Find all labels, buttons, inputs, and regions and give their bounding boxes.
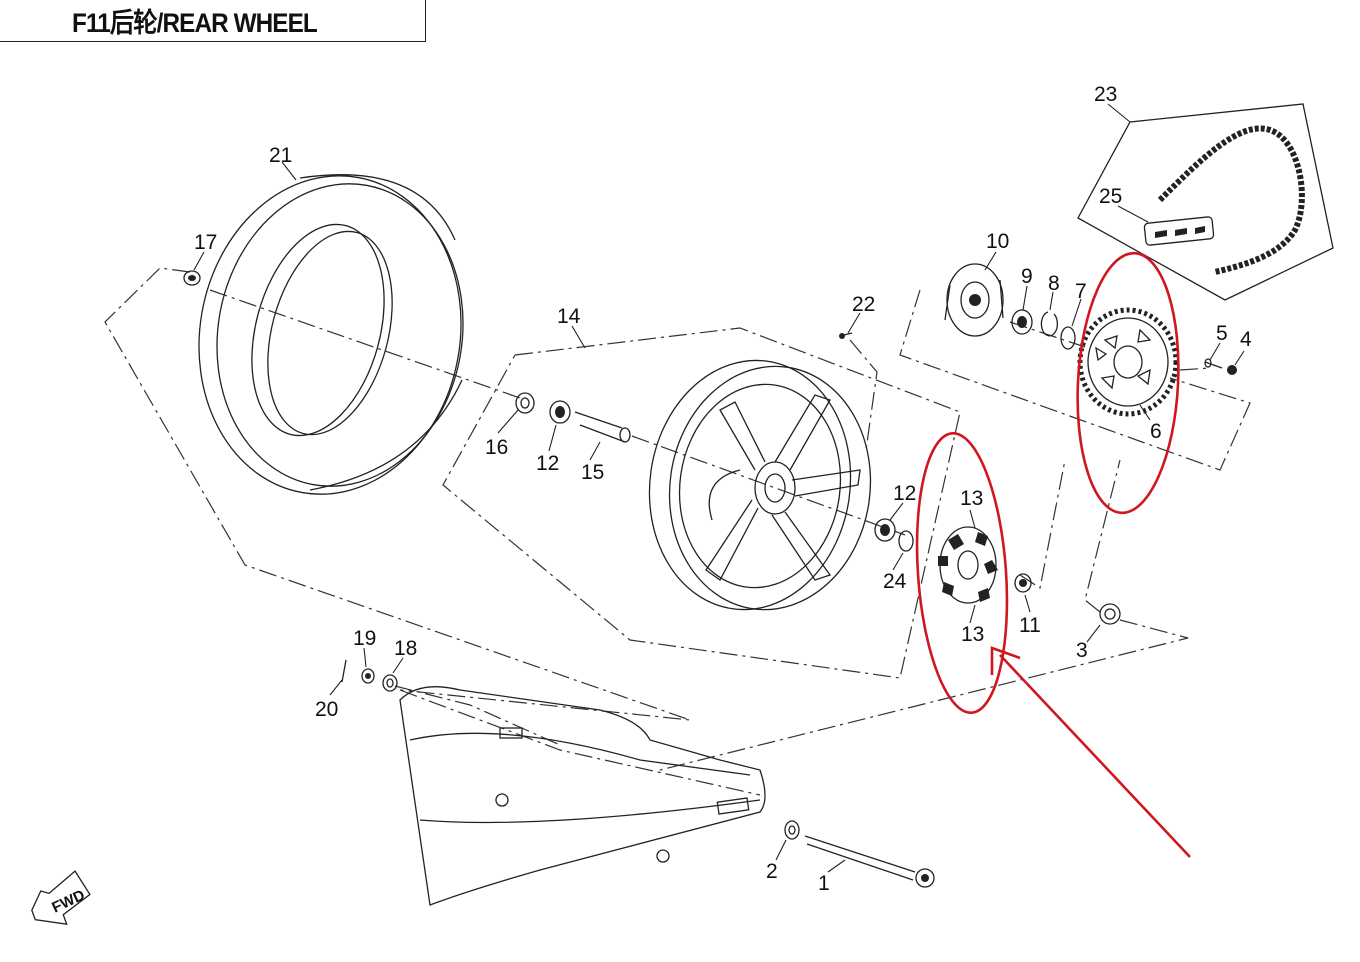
nut-part-4 [1227,365,1237,375]
diagram-title: F11后轮/REAR WHEEL [72,8,318,38]
callout-11: 11 [1019,614,1041,637]
callout-24: 24 [883,570,907,593]
bearing-part-12-right [874,518,896,542]
sprocket-part-6 [1077,307,1179,417]
o-ring-part-7 [1060,326,1076,350]
callout-12-left: 12 [536,452,559,475]
callout-10: 10 [986,230,1009,253]
bearing-part-12-left [549,400,571,424]
circlip-part-8 [1040,311,1059,337]
valve-part-22 [839,332,853,339]
callout-25: 25 [1099,185,1122,208]
highlight-arrow-head [990,646,1021,675]
wheel-rim [648,359,872,611]
callout-16: 16 [485,436,508,459]
callout-4: 4 [1240,328,1252,351]
callout-3: 3 [1076,639,1088,662]
highlight-arrow-line [999,654,1191,858]
callout-12-right: 12 [893,482,916,505]
bearing-part-11 [1014,573,1032,593]
callout-14: 14 [557,305,581,328]
callout-1: 1 [818,872,830,895]
axle-part-1 [804,835,935,888]
bolt-part-5 [1204,358,1223,369]
callout-15: 15 [581,461,604,484]
spacer-part-15 [574,411,631,443]
callout-20: 20 [315,698,338,721]
sprocket-carrier-part-10 [944,263,1004,337]
washer-part-2 [784,820,800,840]
diagram-title-box: F11后轮/REAR WHEEL [0,0,426,42]
washer-part-17 [183,270,201,286]
red-annotations [915,251,1191,858]
cotter-pin-part-20 [341,659,347,683]
collar-part-16 [515,392,535,414]
nut-part-19 [361,668,375,684]
washer-part-18 [382,674,398,692]
swingarm [399,686,766,906]
callout-22: 22 [852,293,875,316]
fwd-label: FWD [49,887,87,917]
callout-21: 21 [269,144,292,167]
seal-part-9 [1011,309,1033,335]
chain-box-part-23 [1077,103,1334,301]
callout-17: 17 [194,231,217,254]
callout-23: 23 [1094,83,1117,106]
callout-9: 9 [1021,265,1033,288]
highlight-circle-sprocket [1076,251,1180,515]
damper-rubber-part-13 [938,526,998,604]
chain-joint-part-25 [1143,216,1215,246]
callout-18: 18 [394,637,417,660]
callout-19: 19 [353,627,376,650]
spacer-part-3 [1099,603,1121,625]
o-ring-part-24 [898,530,914,552]
callout-13-top: 13 [960,487,983,510]
callout-7: 7 [1075,280,1087,303]
callout-13-bottom: 13 [961,623,984,646]
leader-lines [193,103,1245,873]
callout-numbers: 1 2 3 4 5 6 7 8 9 10 11 12 12 13 13 14 1… [194,83,1252,895]
callout-5: 5 [1216,322,1228,345]
callout-2: 2 [766,860,778,883]
fwd-arrow-icon: FWD [31,870,91,925]
callout-6: 6 [1150,420,1162,443]
assembly-dash-lines [104,267,1251,796]
tire-part-21 [198,174,464,495]
highlight-circle-damper [915,432,1009,714]
callout-8: 8 [1048,272,1060,295]
